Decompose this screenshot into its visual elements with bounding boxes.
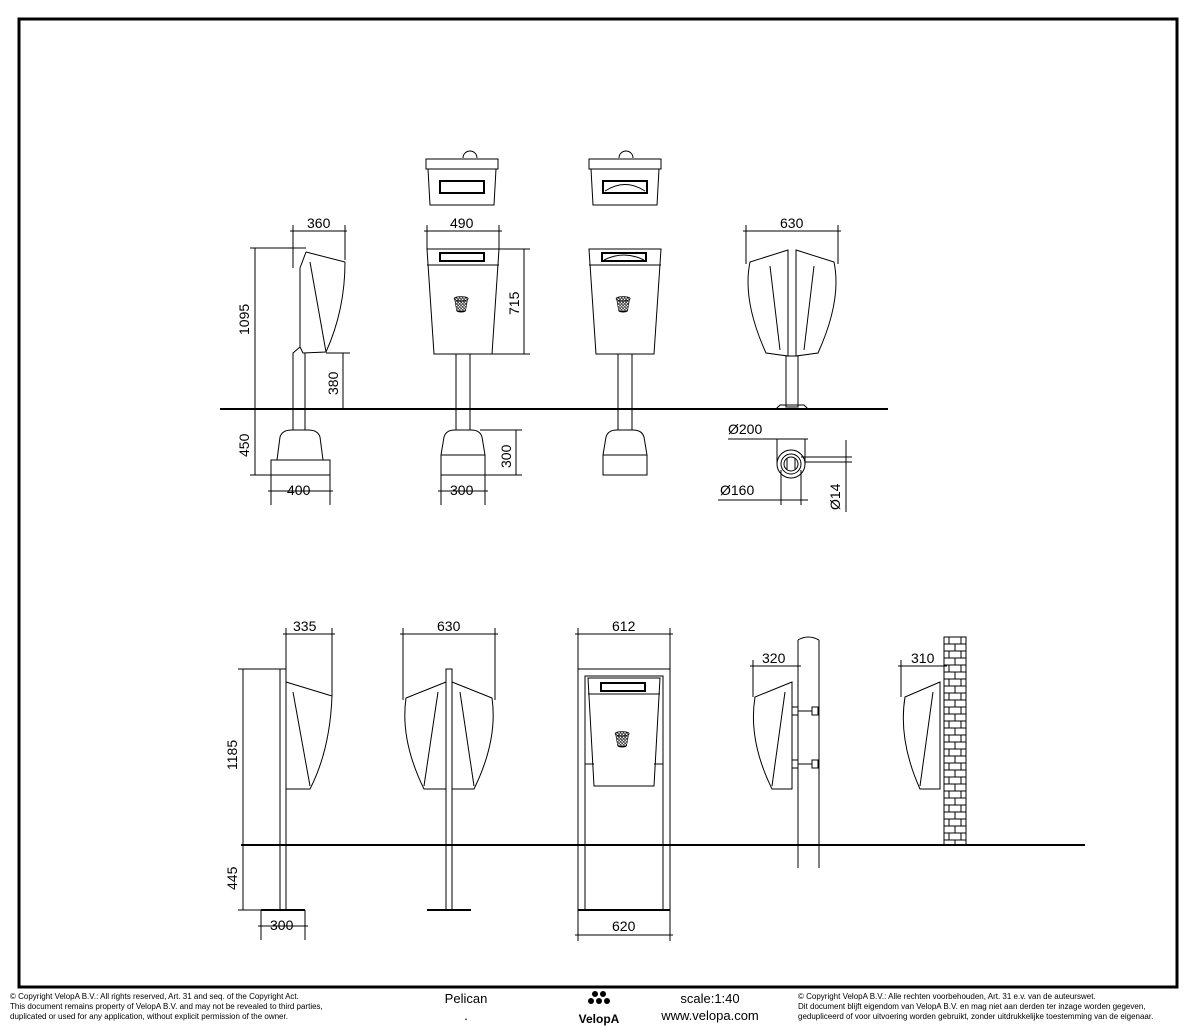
copyright-en-line-3: duplicated or used for any application, … xyxy=(10,1012,288,1021)
top-view-bin-2 xyxy=(588,150,662,206)
dim-bottom-depth: 445 xyxy=(224,866,240,890)
dimension-lines-top xyxy=(250,225,852,512)
velopa-logo-icon xyxy=(588,991,610,1004)
brand-name: VelopA xyxy=(578,1012,620,1026)
website-link[interactable]: www.velopa.com xyxy=(661,1008,759,1023)
bottom-double-post-bin xyxy=(404,668,494,911)
copyright-english: © Copyright VelopA B.V.: All rights rese… xyxy=(10,992,370,1022)
copyright-nl-line-2: Dit document blijft eigendom van VelopA … xyxy=(798,1002,1146,1011)
bottom-pole-mounted-bin xyxy=(752,636,820,868)
dim-bottom-frame-width: 612 xyxy=(612,618,636,634)
dimension-lines-bottom xyxy=(238,628,947,941)
dim-bottom-height: 1185 xyxy=(224,740,240,770)
copyright-en-line-2: This document remains property of VelopA… xyxy=(10,1002,323,1011)
top-view-bin-1 xyxy=(425,150,499,206)
dim-top-front-width: 490 xyxy=(450,215,474,231)
dim-top-side-width: 360 xyxy=(307,215,331,231)
dim-post-outer: Ø200 xyxy=(728,421,762,437)
dim-top-front-base-width: 300 xyxy=(450,482,474,498)
copyright-nl-line-1: © Copyright VelopA B.V.: Alle rechten vo… xyxy=(798,992,1096,1001)
side-view-bin xyxy=(270,251,346,476)
dim-top-double-width: 630 xyxy=(780,215,804,231)
product-subtitle: . xyxy=(464,1008,468,1023)
copyright-dutch: © Copyright VelopA B.V.: Alle rechten vo… xyxy=(798,992,1193,1022)
bottom-frame-bin: 🗑 xyxy=(577,668,671,911)
dim-bottom-double-width: 630 xyxy=(437,618,461,634)
dim-bottom-base-width: 300 xyxy=(270,917,294,933)
drawing-border xyxy=(17,17,1179,989)
brand-logo: VelopA xyxy=(574,990,624,1028)
front-view-bin-1: 🗑 xyxy=(426,248,500,476)
bottom-wall-mounted-bin xyxy=(902,636,967,846)
dim-post-inner: Ø160 xyxy=(720,482,754,498)
dim-top-side-height: 1095 xyxy=(236,304,252,335)
product-name: Pelican xyxy=(444,991,488,1006)
svg-text:🗑: 🗑 xyxy=(612,730,632,749)
svg-text:🗑: 🗑 xyxy=(613,295,633,314)
double-side-view-bin xyxy=(747,249,837,410)
dim-top-front-base-height: 300 xyxy=(498,444,514,468)
dim-top-side-clearance: 380 xyxy=(325,371,341,395)
dim-bottom-wall-width: 310 xyxy=(911,650,935,666)
bottom-single-post-bin xyxy=(261,668,333,911)
dim-bottom-pole-width: 320 xyxy=(762,650,786,666)
svg-text:🗑: 🗑 xyxy=(451,295,471,314)
dim-top-front-height: 715 xyxy=(506,291,522,315)
copyright-nl-line-3: gedupliceerd of voor uitvoering worden g… xyxy=(798,1012,1154,1021)
front-view-bin-2: 🗑 xyxy=(588,248,662,476)
title-block: © Copyright VelopA B.V.: All rights rese… xyxy=(0,988,1198,1031)
copyright-en-line-1: © Copyright VelopA B.V.: All rights rese… xyxy=(10,992,299,1001)
dim-bottom-side-width: 335 xyxy=(293,618,317,634)
drawing-scale: scale:1:40 xyxy=(680,991,740,1006)
dim-top-side-base-depth: 450 xyxy=(236,433,252,457)
dim-top-side-base-width: 400 xyxy=(287,482,311,498)
dim-post-wall: Ø14 xyxy=(827,483,843,510)
dim-bottom-frame-base: 620 xyxy=(612,918,636,934)
